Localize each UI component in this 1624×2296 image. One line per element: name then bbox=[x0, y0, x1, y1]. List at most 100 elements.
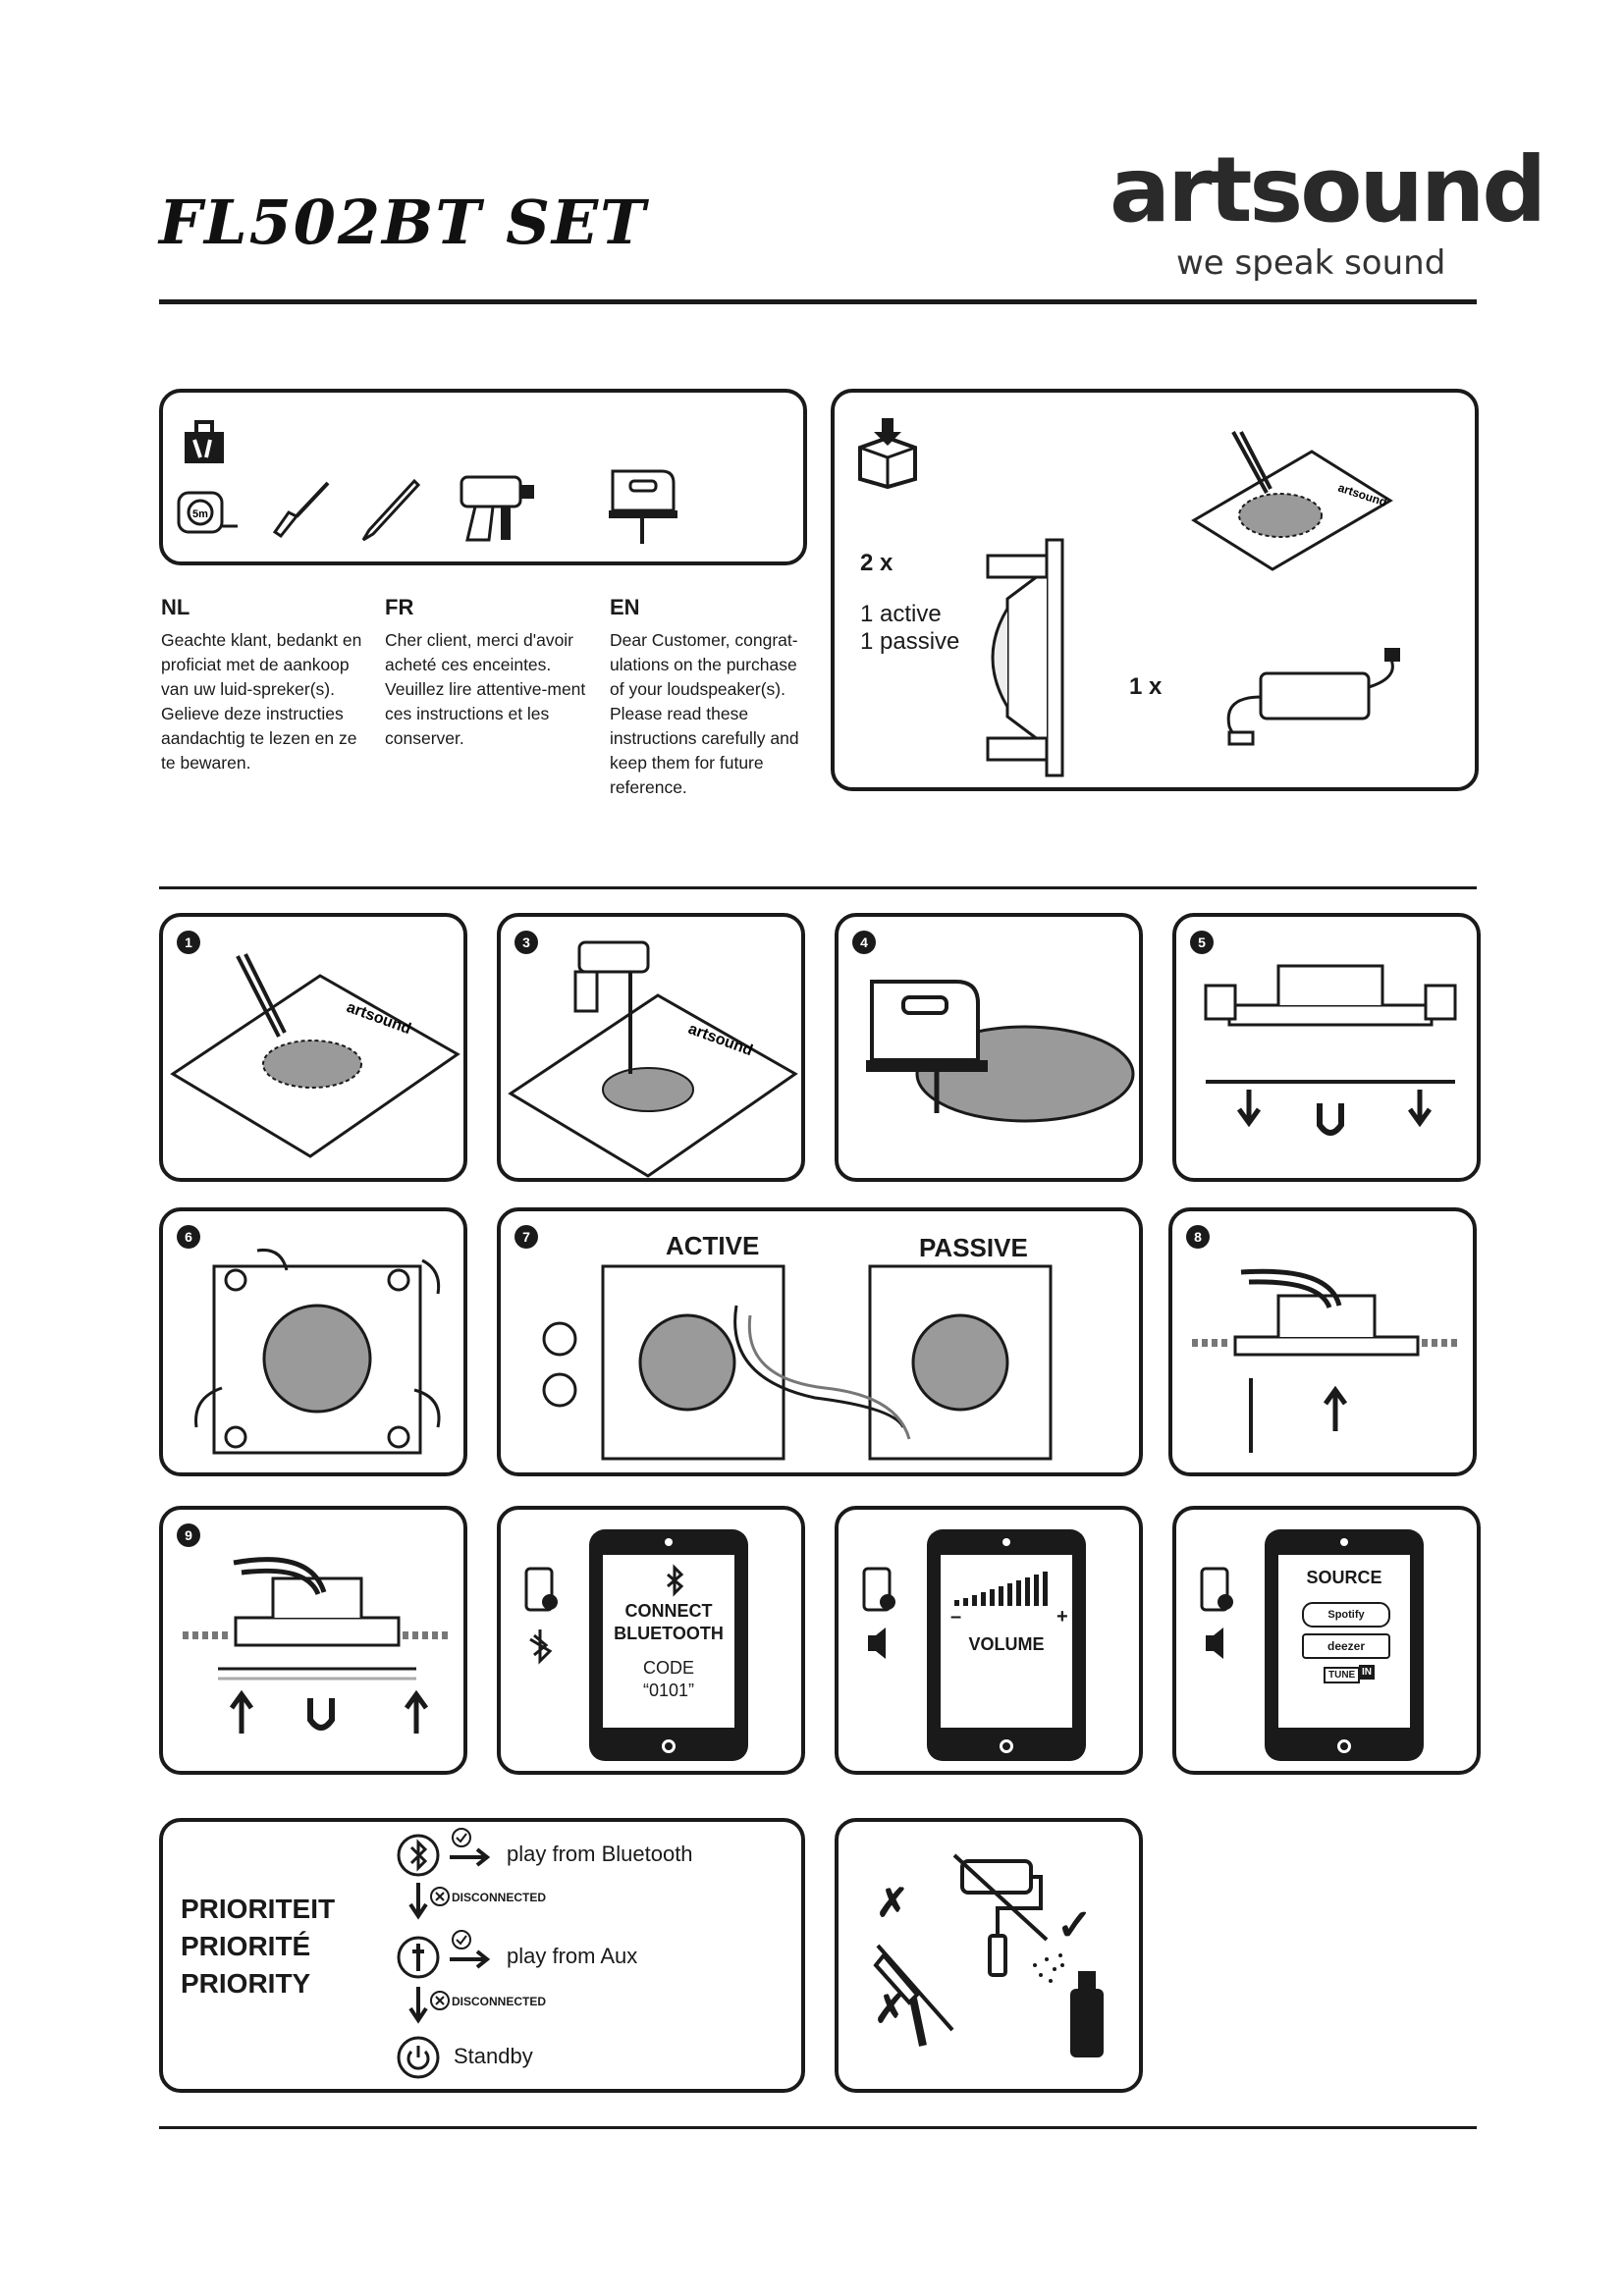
source-tunein-1: TUNE bbox=[1324, 1667, 1361, 1683]
grille-attach-illustration bbox=[183, 1557, 452, 1734]
play-aux-label: play from Aux bbox=[507, 1944, 638, 1968]
play-bluetooth-label: play from Bluetooth bbox=[507, 1842, 693, 1866]
priority-flow bbox=[397, 1828, 491, 2079]
phone-tap-icon bbox=[1200, 1567, 1233, 1659]
volume-panel: – + VOLUME bbox=[835, 1506, 1143, 1775]
clamps-illustration bbox=[194, 1248, 441, 1455]
package-contents-box: 2 x 1 active 1 passive artsound 1 x bbox=[831, 389, 1479, 791]
standby-label: Standby bbox=[454, 2044, 533, 2068]
priority-label-fr: PRIORITÉ bbox=[181, 1931, 311, 1961]
bluetooth-connect-panel: CONNECT BLUETOOTH CODE “0101” bbox=[497, 1506, 805, 1775]
step-9-number: 9 bbox=[177, 1523, 200, 1547]
disconnected-label-2: DISCONNECTED bbox=[452, 1995, 547, 2008]
phone-tap-icon bbox=[524, 1567, 558, 1665]
step-6-panel: 6 bbox=[159, 1207, 467, 1476]
lang-text-nl: Geachte klant, bedankt en proficiat met … bbox=[161, 630, 362, 773]
arrow-down-icon bbox=[408, 1987, 428, 2024]
priority-label-en: PRIORITY bbox=[181, 1968, 311, 1999]
step-9-panel: 9 bbox=[159, 1506, 467, 1775]
tablet-volume: – + VOLUME bbox=[927, 1529, 1086, 1761]
lang-code-en: EN bbox=[610, 595, 640, 619]
tablet-bluetooth: CONNECT BLUETOOTH CODE “0101” bbox=[589, 1529, 748, 1761]
source-deezer: deezer bbox=[1302, 1633, 1390, 1659]
brand-tagline: we speak sound bbox=[1176, 243, 1446, 283]
mount-speaker-illustration bbox=[1192, 1268, 1461, 1453]
spray-check-mark: ✓ bbox=[1056, 1901, 1093, 1949]
speaker-volume-icon bbox=[868, 1628, 886, 1659]
paint-roller-icon bbox=[960, 1859, 1033, 1895]
header-rule bbox=[159, 299, 1477, 304]
speaker-volume-icon bbox=[1206, 1628, 1223, 1659]
bluetooth-connect-line1: CONNECT bbox=[624, 1601, 713, 1621]
jigsaw-cut-illustration bbox=[866, 980, 1135, 1123]
code-label: CODE bbox=[642, 1658, 694, 1678]
drill-holes-illustration: artsound bbox=[508, 940, 798, 1178]
spray-can-icon bbox=[1070, 1989, 1104, 2057]
power-adapter-icon bbox=[1226, 648, 1400, 746]
source-tunein-2: IN bbox=[1359, 1665, 1375, 1680]
lang-code-nl: NL bbox=[161, 595, 190, 619]
priority-box: PRIORITEIT PRIORITÉ PRIORITY play from B… bbox=[159, 1818, 805, 2093]
source-label: SOURCE bbox=[1306, 1568, 1382, 1587]
phone-tap-icon bbox=[862, 1567, 895, 1659]
volume-plus: + bbox=[1056, 1606, 1068, 1628]
cutout-template-icon: artsound bbox=[1191, 431, 1393, 571]
volume-bars bbox=[954, 1572, 1048, 1606]
speakers-detail-active: 1 active bbox=[860, 601, 942, 627]
step-4-panel: 4 bbox=[835, 913, 1143, 1182]
speaker-side-view bbox=[986, 538, 1064, 777]
lang-text-fr: Cher client, merci d'avoir acheté ces en… bbox=[385, 630, 586, 748]
brush-cross-mark: ✗ bbox=[874, 1988, 907, 2031]
tablet-source: SOURCE Spotify deezer TUNE IN bbox=[1265, 1529, 1424, 1761]
toolbox-icon bbox=[185, 420, 224, 463]
step-8-number: 8 bbox=[1186, 1225, 1210, 1249]
screwdriver-icon bbox=[272, 481, 330, 539]
bluetooth-connect-line2: BLUETOOTH bbox=[614, 1624, 724, 1643]
paint-brush-icon bbox=[873, 1951, 920, 2005]
roller-cross-mark: ✗ bbox=[876, 1882, 909, 1925]
priority-label-nl: PRIORITEIT bbox=[181, 1894, 336, 1924]
tools-box: 5m bbox=[159, 389, 807, 565]
step-7-number: 7 bbox=[514, 1225, 538, 1249]
box-contents-icon bbox=[858, 418, 917, 490]
product-title: FL502BT SET bbox=[159, 187, 648, 258]
code-value: “0101” bbox=[642, 1681, 695, 1700]
disconnected-label-1: DISCONNECTED bbox=[452, 1891, 547, 1904]
step-7-panel: 7 ACTIVE PASSIVE bbox=[497, 1207, 1143, 1476]
arrow-down-icon bbox=[408, 1883, 428, 1920]
source-spotify: Spotify bbox=[1302, 1602, 1390, 1628]
drill-icon bbox=[460, 475, 534, 542]
tape-label: 5m bbox=[192, 508, 208, 520]
step-3-panel: 3 artsound bbox=[497, 913, 805, 1182]
step-4-number: 4 bbox=[852, 931, 876, 954]
step-6-number: 6 bbox=[177, 1225, 200, 1249]
adapter-qty: 1 x bbox=[1129, 673, 1163, 700]
wiring-illustration bbox=[542, 1264, 1053, 1461]
volume-minus: – bbox=[950, 1606, 962, 1628]
check-icon bbox=[452, 1828, 471, 1847]
speakers-detail-passive: 1 passive bbox=[860, 628, 960, 655]
step-5-number: 5 bbox=[1190, 931, 1214, 954]
active-label: ACTIVE bbox=[666, 1231, 760, 1260]
step-1-number: 1 bbox=[177, 931, 200, 954]
footer-rule bbox=[159, 2126, 1477, 2129]
step-8-panel: 8 bbox=[1168, 1207, 1477, 1476]
bluetooth-icon bbox=[667, 1564, 684, 1597]
paint-illustration bbox=[873, 1853, 1104, 2057]
check-icon bbox=[452, 1930, 471, 1949]
lang-text-en: Dear Customer, congrat-ulations on the p… bbox=[610, 630, 799, 797]
source-panel: SOURCE Spotify deezer TUNE IN bbox=[1172, 1506, 1481, 1775]
jigsaw-icon bbox=[609, 469, 677, 544]
step-3-number: 3 bbox=[514, 931, 538, 954]
pencil-icon bbox=[361, 478, 421, 542]
speakers-qty: 2 x bbox=[860, 550, 893, 576]
section-rule bbox=[159, 886, 1477, 889]
mark-template-illustration: artsound bbox=[170, 953, 460, 1158]
step-5-panel: 5 bbox=[1172, 913, 1481, 1182]
bluetooth-icon bbox=[529, 1629, 553, 1665]
tape-measure-icon: 5m bbox=[177, 491, 238, 534]
volume-label: VOLUME bbox=[968, 1634, 1045, 1654]
paint-instructions-box: ✗ ✗ ✓ bbox=[835, 1818, 1143, 2093]
step-1-panel: 1 artsound bbox=[159, 913, 467, 1182]
passive-label: PASSIVE bbox=[919, 1233, 1028, 1262]
